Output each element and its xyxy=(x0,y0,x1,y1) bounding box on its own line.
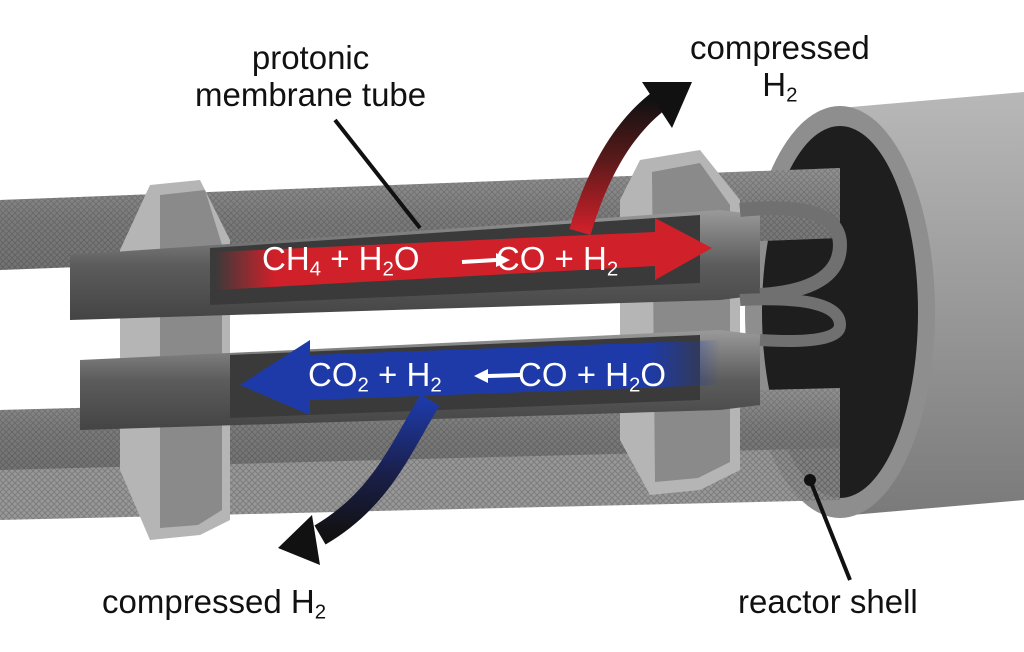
top-reaction-yield-arrow xyxy=(461,253,510,267)
top-reaction-text: CH4 + H2O CO + H2 xyxy=(262,240,619,281)
shell-leader-line xyxy=(808,479,852,581)
bottom-reaction-yield-arrow xyxy=(474,369,521,383)
bottom-reaction-text: CO2 + H2 CO + H2O xyxy=(308,356,667,397)
compressed-top-word: compressed xyxy=(690,29,870,66)
top-exit-arrow xyxy=(569,82,692,236)
bottom-exit-arrow xyxy=(278,394,440,565)
middle-flanges xyxy=(620,150,740,495)
compressed-h2-top-label: compressed H2 xyxy=(690,29,870,107)
membrane-label-line1: protonic xyxy=(251,39,370,76)
reactor-shell-label: reactor shell xyxy=(738,583,918,620)
shell-leader-dot xyxy=(804,474,816,486)
membrane-tube-label: protonic membrane tube xyxy=(195,39,427,114)
red-reaction-arrow xyxy=(215,218,712,290)
membrane-leader-line xyxy=(333,118,422,230)
compressed-h2-bottom-label: compressed H2 xyxy=(102,583,327,624)
compressed-top-formula: H2 xyxy=(762,65,798,107)
membrane-label-line2: membrane tube xyxy=(195,75,427,113)
